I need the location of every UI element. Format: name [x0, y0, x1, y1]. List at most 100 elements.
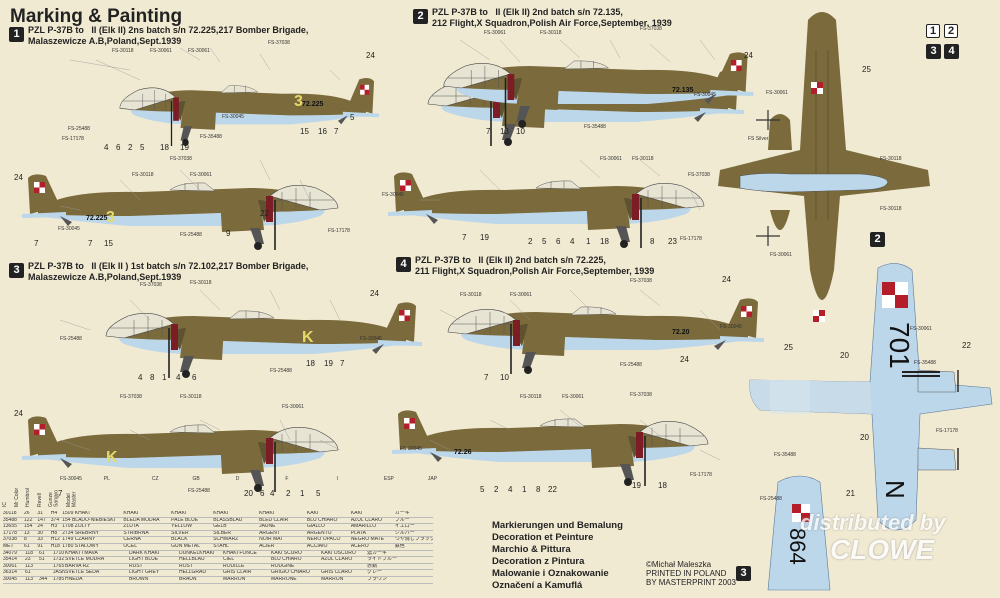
table-cell: H8 [50, 530, 58, 536]
corner-badge: 2 [944, 24, 958, 38]
table-cell: GRIGIO CHIARO [271, 570, 310, 576]
svg-text:4: 4 [138, 373, 143, 382]
table-cell: DUNKELKHAKI [179, 550, 215, 556]
svg-text:FS-37038: FS-37038 [688, 172, 710, 178]
svg-text:FS-30045: FS-30045 [382, 192, 404, 198]
svg-text:18: 18 [658, 481, 667, 490]
svg-text:FS-35488: FS-35488 [584, 124, 606, 130]
svg-text:FS-37038: FS-37038 [170, 156, 192, 162]
table-cell: シルバー [394, 530, 415, 536]
table-cell: 13655 [3, 524, 17, 530]
watermark-line-1: distributed by [800, 510, 946, 535]
svg-text:FS-30045: FS-30045 [222, 114, 244, 120]
marking-legend: Markierungen und Bemalung Decoration et … [492, 520, 623, 591]
table-cell: BLASSBLAU [213, 517, 243, 523]
svg-text:FS-30045: FS-30045 [58, 226, 80, 232]
table-cell: つや消しブラック [394, 537, 433, 543]
profile-caption: PZL P-37B to II (Elk II) 2nd batch s/n 7… [432, 7, 672, 28]
svg-text:FS-30061: FS-30061 [510, 292, 532, 298]
svg-text:FS-30045: FS-30045 [60, 476, 82, 482]
svg-text:4: 4 [270, 489, 275, 498]
svg-text:FS-37038: FS-37038 [120, 394, 142, 400]
svg-text:7: 7 [462, 233, 467, 242]
svg-text:FS-30118: FS-30118 [540, 30, 562, 36]
table-cell [39, 564, 53, 570]
svg-text:7: 7 [484, 373, 489, 382]
svg-text:FS-37038: FS-37038 [268, 40, 290, 46]
table-cell: MARRON [223, 576, 246, 582]
svg-text:2: 2 [528, 237, 533, 246]
svg-text:FS-37038: FS-37038 [640, 26, 662, 32]
table-cell: 2734 SREBRNY [62, 530, 99, 536]
table-cell: 36314 [3, 570, 17, 576]
table-cell: OCEL [123, 543, 138, 549]
table-cell: MET [3, 543, 14, 549]
svg-text:FS-30045: FS-30045 [720, 324, 742, 330]
table-cell: KAKI [350, 511, 363, 516]
fuselage-number: 3 [106, 209, 115, 226]
table-cell: SILVER [171, 530, 189, 536]
table-cell: 23 [25, 557, 31, 563]
table-cell: STAHL [213, 543, 229, 549]
serial-number: 72.26 [454, 449, 472, 456]
svg-text:8: 8 [536, 485, 541, 494]
svg-text:7: 7 [58, 489, 63, 498]
underside-letter: N [880, 480, 910, 499]
svg-text:19: 19 [632, 481, 641, 490]
profile-number-badge: 1 [9, 27, 24, 42]
svg-text:18: 18 [600, 237, 609, 246]
serial-number: 72.20 [672, 329, 690, 336]
svg-text:9: 9 [226, 229, 231, 238]
table-cell: KAKI SCURO [271, 550, 302, 556]
table-cell: 1749 CZARNY [62, 537, 96, 543]
svg-text:4: 4 [176, 373, 181, 382]
table-cell: MARRONE [271, 576, 297, 582]
fuselage-letter: K [302, 329, 314, 346]
serial-number: 72.225 [86, 215, 108, 222]
table-cell: H4 [50, 511, 58, 516]
svg-text:FS-25488: FS-25488 [760, 496, 782, 502]
svg-text:19: 19 [480, 233, 489, 242]
svg-text:6: 6 [116, 143, 121, 152]
svg-text:FS-30061: FS-30061 [766, 90, 788, 96]
corner-badge: 4 [944, 44, 959, 59]
table-cell: YELLOW [171, 524, 193, 530]
table-cell: LIGHT BLUE [129, 557, 159, 563]
svg-text:4: 4 [570, 237, 575, 246]
profile-number-badge: 2 [413, 9, 428, 24]
svg-text:FS-35488: FS-35488 [774, 452, 796, 458]
table-cell: 1780 STALOWY [62, 543, 99, 549]
svg-text:FS-17178: FS-17178 [936, 428, 958, 434]
svg-text:1: 1 [300, 489, 305, 498]
svg-text:FS-30061: FS-30061 [484, 30, 506, 36]
table-cell: 13 [24, 530, 30, 536]
svg-text:FS-30061: FS-30061 [282, 404, 304, 410]
profile-number-badge: 3 [9, 263, 24, 278]
table-cell: 1732 J.NIEBIESKI [53, 557, 65, 563]
table-cell: イエロー [394, 524, 415, 530]
table-cell: KAKI OSCURO [321, 550, 356, 556]
svg-text:FS-30118: FS-30118 [190, 280, 212, 286]
table-cell: 31 [37, 511, 43, 516]
svg-text:FS-30118: FS-30118 [180, 394, 202, 400]
table-cell: NOIR MAT [259, 537, 284, 543]
svg-text:FS-25488: FS-25488 [270, 368, 292, 374]
svg-text:FS-25488: FS-25488 [60, 336, 82, 342]
svg-text:19: 19 [180, 143, 189, 152]
table-cell: 113 [25, 576, 33, 582]
table-cell: GRIS CLAIR [223, 570, 252, 576]
table-cell: ROUILLE [223, 563, 245, 569]
svg-text:7: 7 [340, 359, 345, 368]
svg-text:5: 5 [350, 113, 355, 122]
svg-text:FS-30061: FS-30061 [188, 48, 210, 54]
table-cell: KHAKI [171, 511, 187, 516]
table-cell: BLEDA MODRA [123, 517, 160, 523]
svg-text:6: 6 [192, 373, 197, 382]
table-cell: HNEDA [65, 576, 83, 582]
profile-caption: PZL P-37B to II (Elk II) 2ns batch s/n 7… [28, 25, 309, 46]
table-cell: 35414 [3, 557, 17, 563]
